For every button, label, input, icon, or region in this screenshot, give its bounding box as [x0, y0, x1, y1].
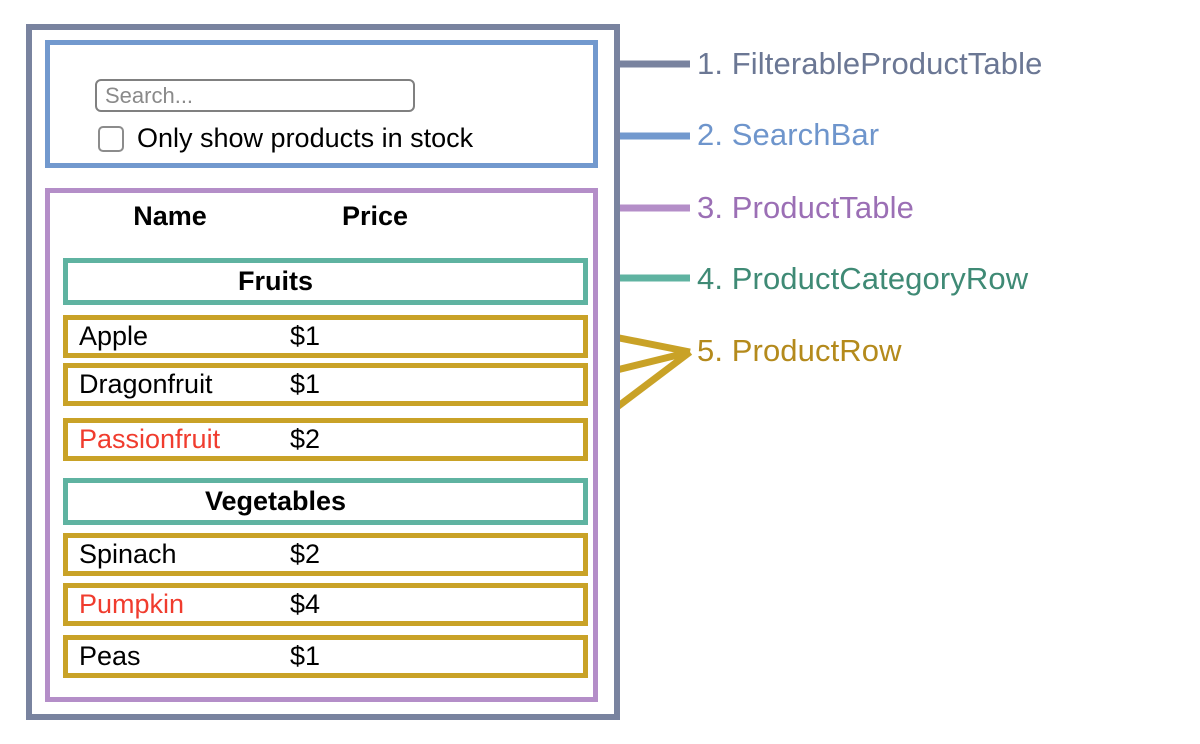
product-row: Apple $1	[63, 315, 588, 358]
search-input[interactable]	[95, 79, 415, 112]
product-category-label: Vegetables	[204, 486, 347, 516]
product-row: Peas $1	[63, 635, 588, 678]
legend-item-product-table: 3. ProductTable	[697, 190, 914, 225]
product-category-row-vegetables: Vegetables	[63, 478, 588, 525]
legend-item-filterable-product-table: 1. FilterableProductTable	[697, 46, 1043, 81]
in-stock-filter-row[interactable]: Only show products in stock	[98, 125, 473, 152]
product-price: $1	[290, 369, 321, 399]
legend-item-search-bar: 2. SearchBar	[697, 117, 880, 152]
table-header-row: Name Price	[55, 201, 585, 232]
product-name: Apple	[79, 321, 149, 351]
product-price: $1	[290, 321, 321, 351]
product-row: Pumpkin $4	[63, 583, 588, 626]
product-price: $1	[290, 641, 321, 671]
in-stock-checkbox[interactable]	[98, 125, 124, 152]
product-category-row-fruits: Fruits	[63, 258, 588, 305]
product-name: Pumpkin	[79, 589, 185, 619]
legend-item-product-row: 5. ProductRow	[697, 333, 902, 368]
product-price: $2	[290, 539, 321, 569]
product-name: Passionfruit	[79, 424, 221, 454]
product-price: $2	[290, 424, 321, 454]
product-price: $4	[290, 589, 321, 619]
product-name: Dragonfruit	[79, 369, 213, 399]
product-category-label: Fruits	[237, 266, 313, 296]
product-name: Spinach	[79, 539, 177, 569]
product-row: Dragonfruit $1	[63, 363, 588, 406]
column-header-price: Price	[341, 201, 409, 231]
product-row: Passionfruit $2	[63, 418, 588, 461]
in-stock-checkbox-label: Only show products in stock	[137, 123, 474, 153]
search-bar-box: Only show products in stock	[45, 40, 598, 168]
product-row: Spinach $2	[63, 533, 588, 576]
product-name: Peas	[79, 641, 141, 671]
column-header-name: Name	[133, 201, 207, 231]
product-table-box: Name Price Fruits Apple $1 Dragonfruit $…	[45, 188, 598, 702]
legend-item-product-category-row: 4. ProductCategoryRow	[697, 261, 1029, 296]
